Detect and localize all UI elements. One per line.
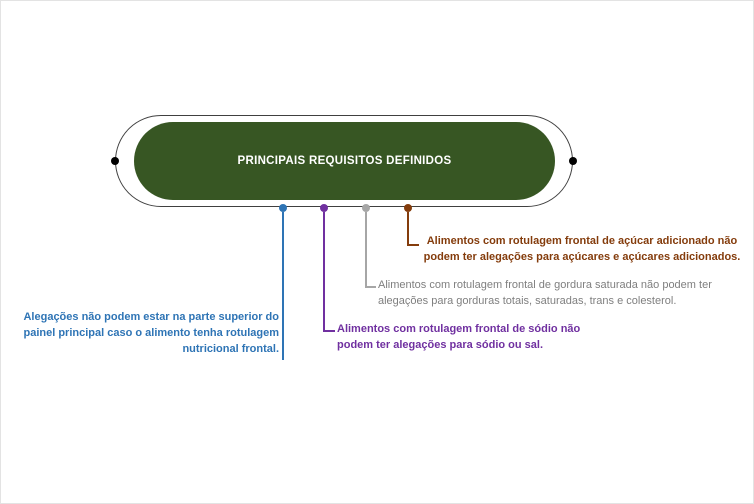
- branch-dot-sodium: [320, 204, 328, 212]
- branch-label-claims-position: Alegações não podem estar na parte super…: [23, 311, 279, 355]
- branch-label-saturated-fat: Alimentos com rotulagem frontal de gordu…: [378, 279, 712, 307]
- branch-line-saturated-fat-elbow: [365, 286, 376, 288]
- branch-label-sodium: Alimentos com rotulagem frontal de sódio…: [337, 323, 581, 351]
- endpoint-dot-left: [111, 157, 119, 165]
- central-node-title: PRINCIPAIS REQUISITOS DEFINIDOS: [237, 155, 452, 167]
- branch-label-sugar: Alimentos com rotulagem frontal de açúca…: [423, 235, 741, 263]
- endpoint-dot-right: [569, 157, 577, 165]
- central-node: PRINCIPAIS REQUISITOS DEFINIDOS: [134, 122, 555, 200]
- branch-dot-sugar: [404, 204, 412, 212]
- branch-line-sodium: [323, 212, 325, 332]
- branch-line-sugar: [407, 212, 409, 246]
- branch-line-saturated-fat: [365, 212, 367, 288]
- branch-dot-saturated-fat: [362, 204, 370, 212]
- branch-line-claims-position: [282, 212, 284, 360]
- branch-line-sugar-elbow: [407, 244, 419, 246]
- branch-line-sodium-elbow: [323, 330, 335, 332]
- branch-dot-claims-position: [279, 204, 287, 212]
